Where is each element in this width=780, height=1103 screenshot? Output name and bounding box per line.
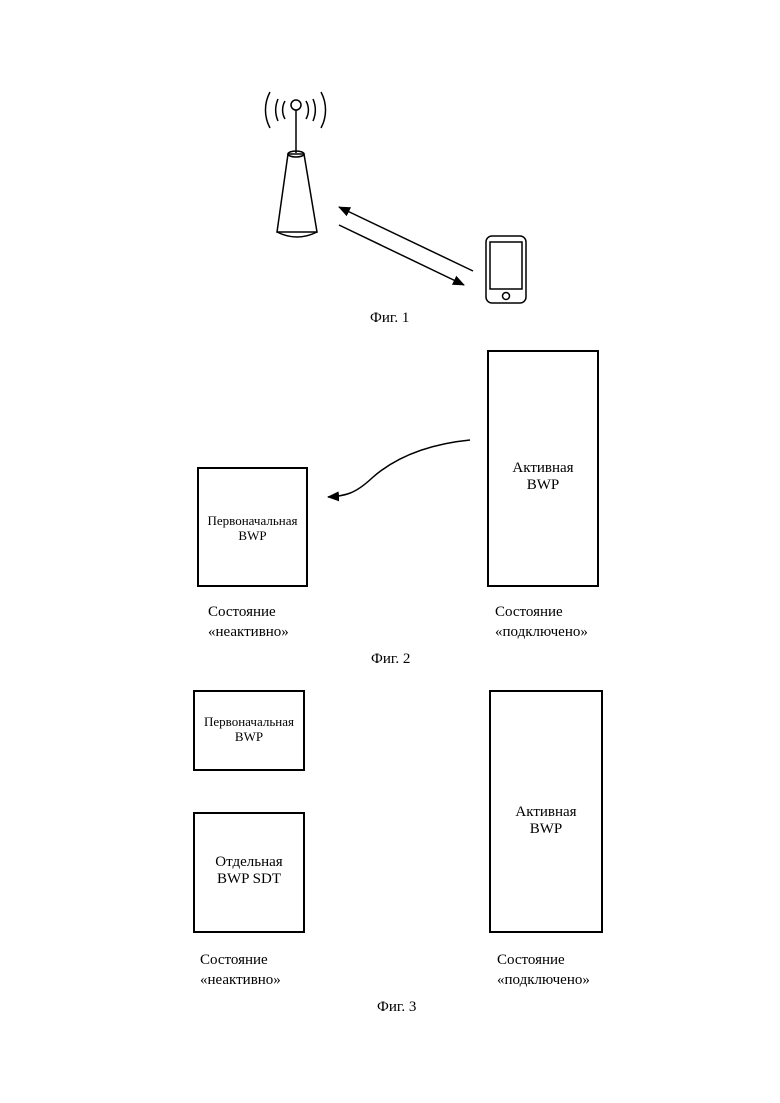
- fig3-caption: Фиг. 3: [377, 999, 416, 1016]
- fig2-active-bwp-line1: Активная: [487, 460, 599, 477]
- fig3-initial-bwp-label: Первоначальная BWP: [193, 715, 305, 745]
- fig2-active-bwp-label: Активная BWP: [487, 460, 599, 495]
- fig3-sdt-bwp-line1: Отдельная: [193, 854, 305, 871]
- fig3-state-inactive-line2: «неактивно»: [200, 971, 281, 991]
- fig2-caption: Фиг. 2: [371, 651, 410, 668]
- fig3-active-bwp-label: Активная BWP: [489, 804, 603, 839]
- switch-arrow: [328, 440, 470, 497]
- smartphone-icon: [486, 236, 526, 303]
- base-station-icon: [265, 92, 325, 237]
- fig3-active-bwp-line1: Активная: [489, 804, 603, 821]
- fig2-state-inactive: Состояние «неактивно»: [208, 603, 289, 642]
- fig3-state-connected-line2: «подключено»: [497, 971, 590, 991]
- downlink-arrow: [339, 207, 473, 271]
- fig2-active-bwp-line2: BWP: [487, 477, 599, 494]
- fig3-sdt-bwp-label: Отдельная BWP SDT: [193, 854, 305, 889]
- fig2-state-connected: Состояние «подключено»: [495, 603, 588, 642]
- fig2-initial-bwp-line2: BWP: [197, 529, 308, 544]
- fig3-state-connected-line1: Состояние: [497, 951, 590, 971]
- fig2-state-inactive-line1: Состояние: [208, 603, 289, 623]
- fig2-initial-bwp-label: Первоначальная BWP: [197, 514, 308, 544]
- fig3-state-inactive: Состояние «неактивно»: [200, 951, 281, 990]
- fig2-state-connected-line2: «подключено»: [495, 623, 588, 643]
- fig3-initial-bwp-line2: BWP: [193, 730, 305, 745]
- fig1-caption: Фиг. 1: [370, 310, 409, 327]
- fig3-initial-bwp-line1: Первоначальная: [193, 715, 305, 730]
- fig3-active-bwp-line2: BWP: [489, 821, 603, 838]
- fig3-state-connected: Состояние «подключено»: [497, 951, 590, 990]
- uplink-arrow: [339, 225, 464, 285]
- fig2-state-inactive-line2: «неактивно»: [208, 623, 289, 643]
- fig3-sdt-bwp-line2: BWP SDT: [193, 871, 305, 888]
- link-arrows: [339, 207, 473, 285]
- fig2-state-connected-line1: Состояние: [495, 603, 588, 623]
- fig3-state-inactive-line1: Состояние: [200, 951, 281, 971]
- fig2-initial-bwp-line1: Первоначальная: [197, 514, 308, 529]
